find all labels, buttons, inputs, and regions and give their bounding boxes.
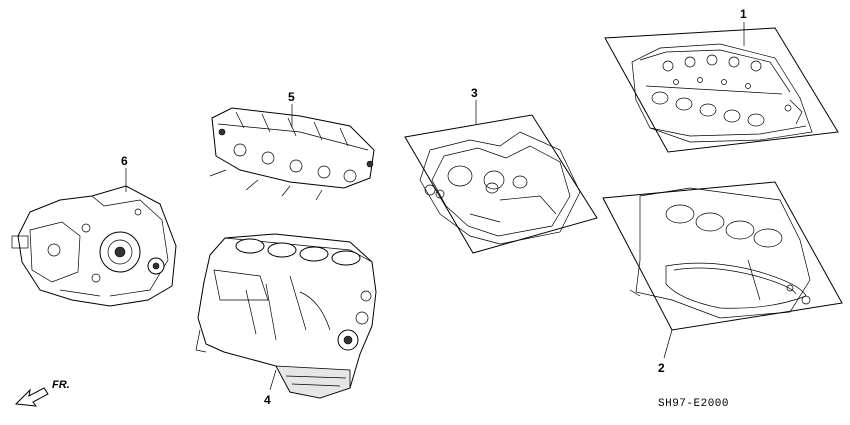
- front-label: FR.: [52, 379, 70, 391]
- part-1-illustration: [631, 43, 813, 143]
- front-direction-indicator: FR.: [14, 379, 70, 407]
- callout-label-2: 2: [658, 361, 665, 375]
- part-5-cylinder-head[interactable]: 5: [209, 90, 375, 201]
- part-4-engine-block[interactable]: 4: [195, 233, 377, 407]
- callout-label-4: 4: [264, 393, 271, 407]
- leader-line-2: [663, 329, 673, 359]
- part-2-illustration: [629, 187, 811, 319]
- callout-label-6: 6: [121, 154, 128, 168]
- part-1-gasket-kit-head[interactable]: 1: [604, 7, 839, 153]
- part-6-transmission[interactable]: 6: [11, 154, 177, 307]
- callout-label-3: 3: [471, 86, 478, 100]
- part-2-frame: [602, 181, 843, 331]
- part-3-frame: [404, 114, 598, 254]
- callout-label-5: 5: [288, 90, 295, 104]
- leader-line-4: [269, 369, 277, 391]
- part-6-illustration: [11, 185, 177, 307]
- callout-label-1: 1: [740, 7, 747, 21]
- part-3-gasket-kit-transmission[interactable]: 3: [404, 86, 598, 254]
- diagram-code: SH97-E2000: [658, 398, 729, 410]
- part-5-illustration: [209, 107, 375, 201]
- part-3-illustration: [419, 131, 581, 245]
- part-2-gasket-kit-block[interactable]: 2: [602, 181, 843, 375]
- part-1-frame: [604, 27, 839, 153]
- front-arrow-icon: [14, 387, 49, 407]
- part-4-illustration: [195, 233, 377, 399]
